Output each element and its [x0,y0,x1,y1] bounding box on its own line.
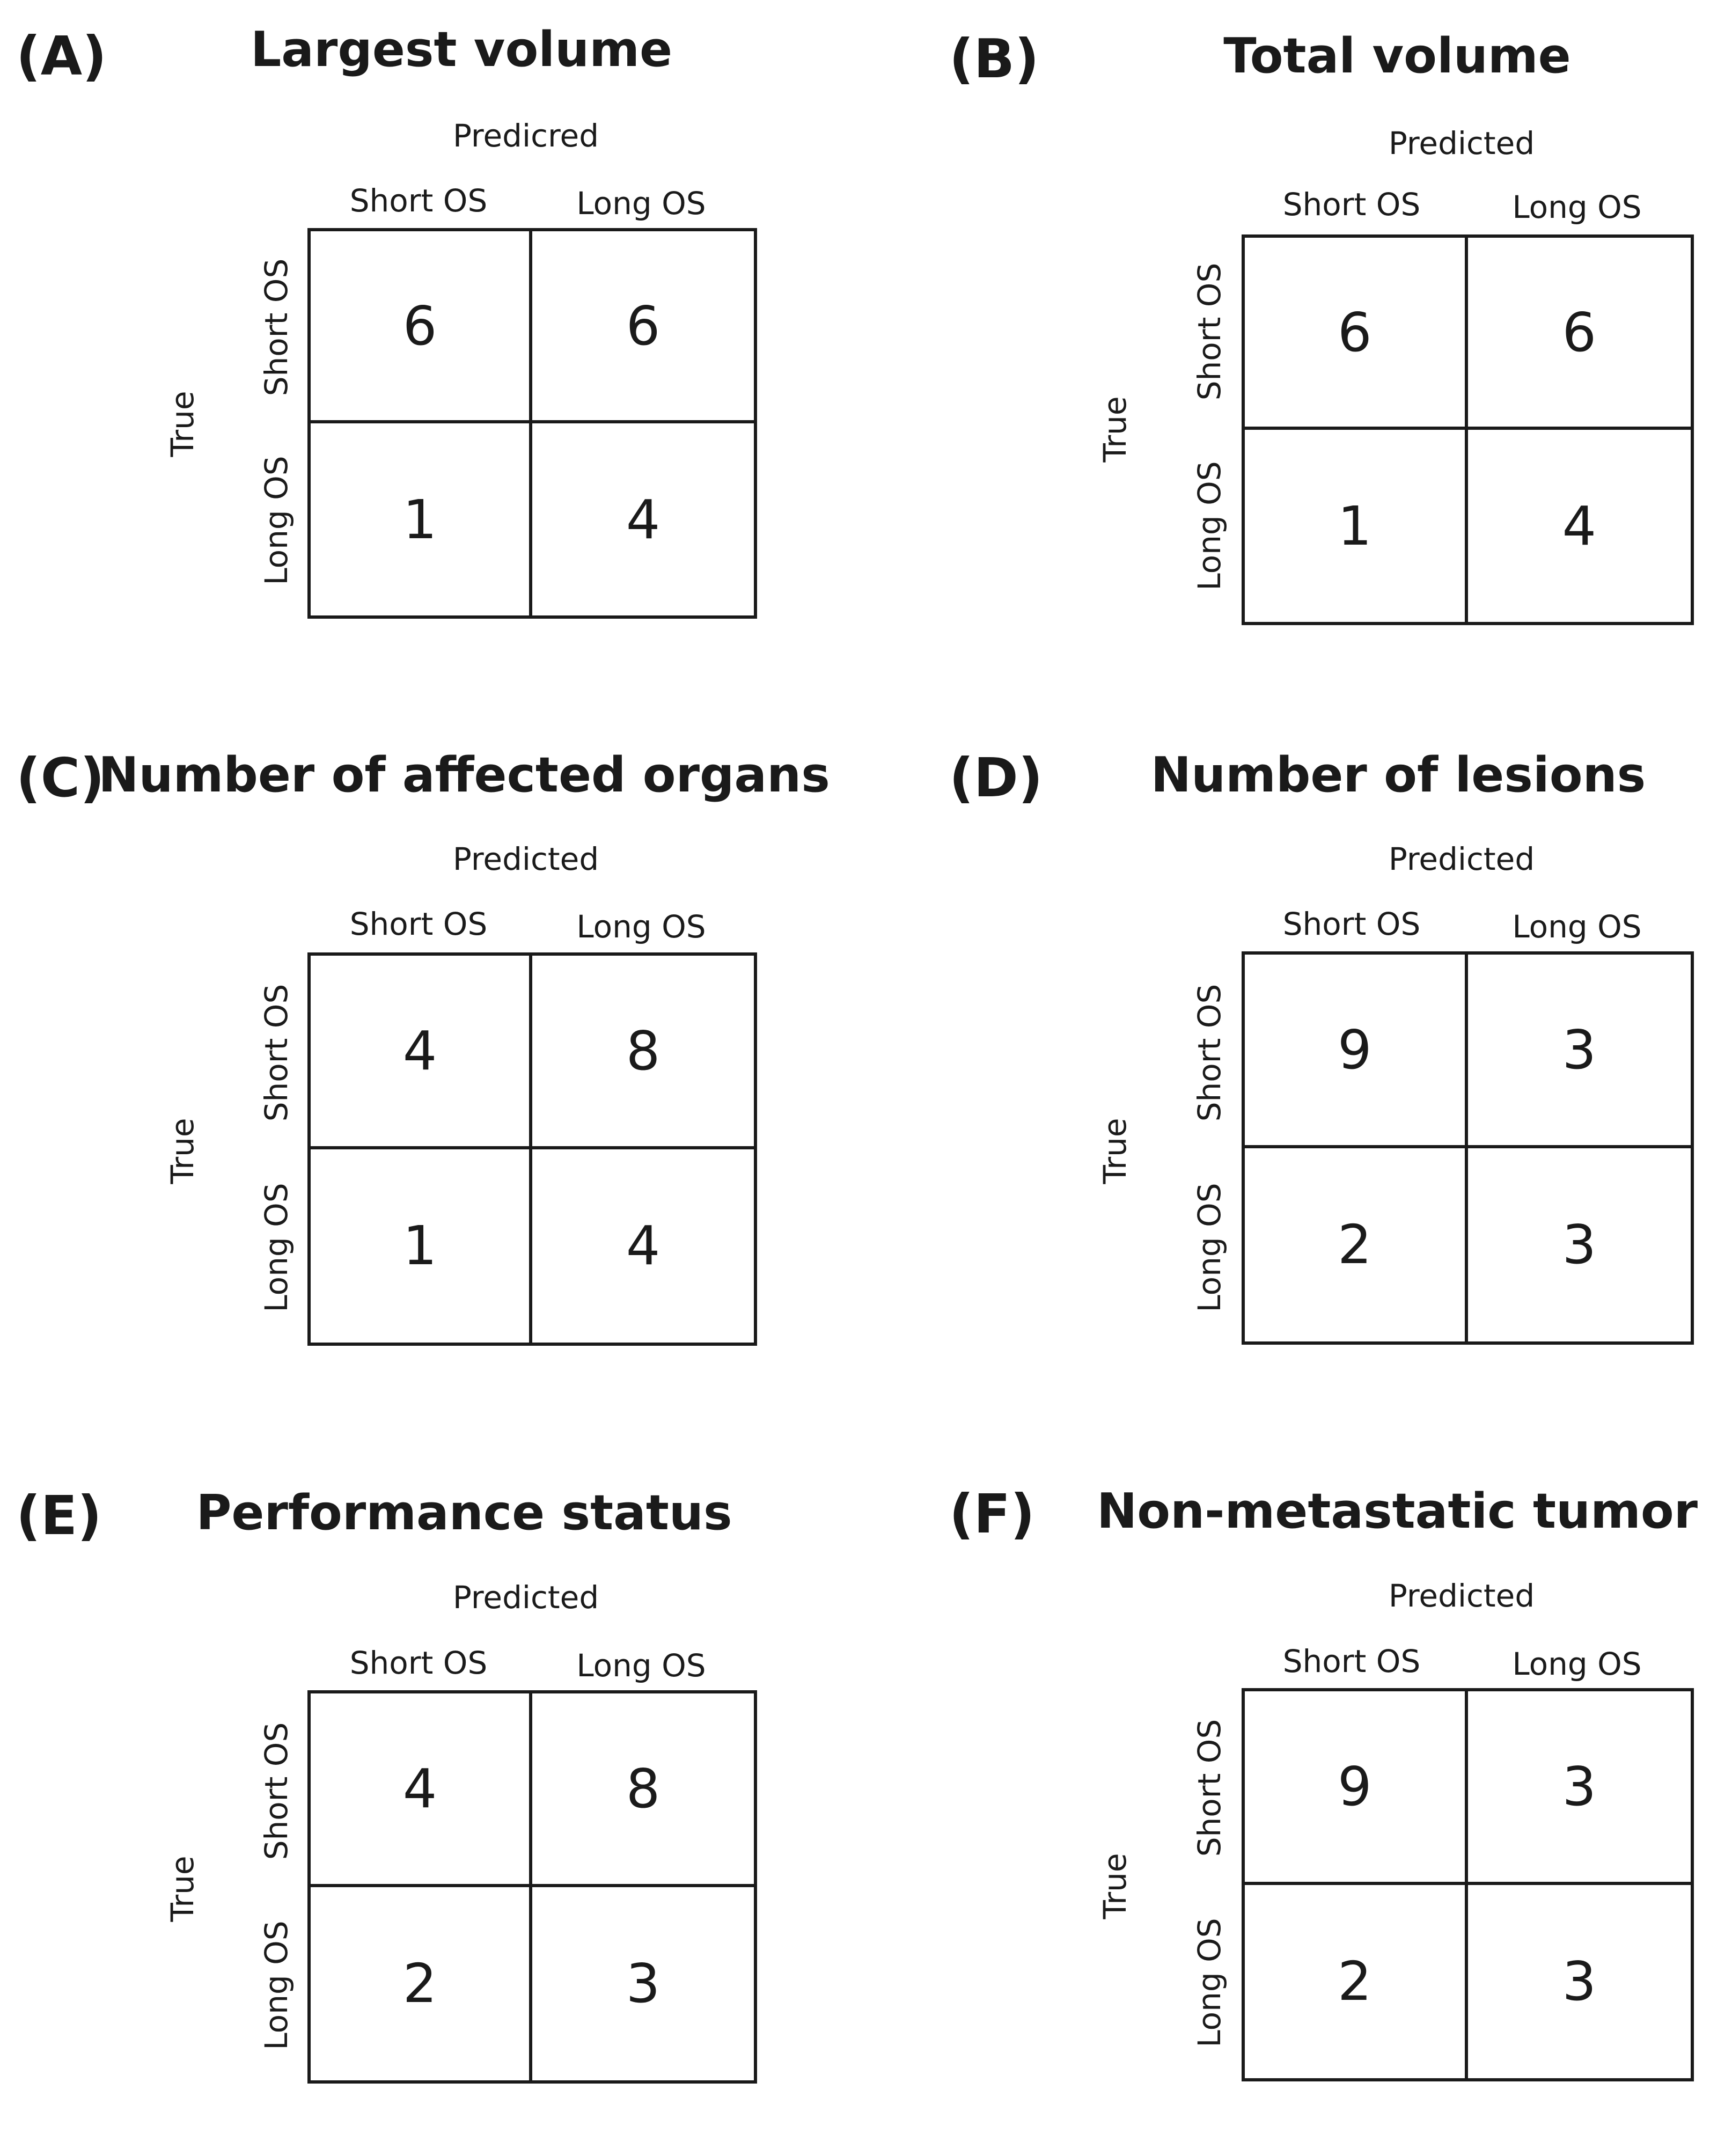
col-label-long-os: Long OS [1512,1646,1642,1682]
row-label-short-os: Short OS [1191,1719,1228,1857]
panel-c: (C) Number of affected organs Predicted … [0,724,855,1421]
cell-true-long-pred-short: 1 [311,423,532,615]
cell-true-long-pred-long: 4 [1562,494,1597,558]
predicted-label: Predicted [452,841,599,877]
confusion-matrix: 4 8 1 4 [307,952,757,1346]
cell-true-short-pred-long: 3 [1467,955,1691,1148]
cell-true-short-pred-long: 8 [532,1693,754,1887]
predicted-label: Predicted [1388,841,1535,877]
col-label-short-os: Short OS [1282,1643,1421,1680]
true-label: True [164,391,201,457]
row-label-long-os: Long OS [1191,1918,1228,2048]
cell-true-long-pred-long: 3 [1562,1213,1597,1277]
panel-letter: (A) [16,25,107,87]
cell-true-long-pred-short: 2 [1245,1884,1468,2078]
panel-a: (A) Largest volume Predicred Short OS Lo… [0,0,855,696]
col-label-short-os: Short OS [1282,906,1421,942]
cell-true-short-pred-short: 6 [1245,238,1468,430]
row-label-short-os: Short OS [258,258,295,397]
col-label-short-os: Short OS [349,906,488,942]
cell-true-short-pred-short: 6 [311,231,532,423]
panel-title: Number of lesions [1150,747,1646,803]
panel-title: Non-metastatic tumor [1096,1483,1698,1539]
row-label-long-os: Long OS [1191,461,1228,591]
confusion-matrix: 9 3 2 3 [1242,951,1694,1345]
col-label-short-os: Short OS [349,182,488,219]
row-label-short-os: Short OS [258,984,295,1122]
predicted-label: Predicted [1388,125,1535,162]
row-label-long-os: Long OS [258,1183,295,1312]
cell-true-short-pred-long: 6 [1467,238,1691,430]
true-label: True [1097,1853,1133,1919]
cell-true-long-pred-long: 4 [626,1214,660,1278]
panel-letter: (D) [949,746,1043,809]
row-label-short-os: Short OS [258,1722,295,1860]
panel-f: (F) Non-metastatic tumor Predicted Short… [855,1460,1710,2156]
row-label-long-os: Long OS [1191,1183,1228,1312]
confusion-matrix: 6 6 1 4 [1242,234,1694,625]
cell-true-long-pred-short: 2 [311,1887,532,2080]
confusion-matrix: 4 8 2 3 [307,1690,757,2084]
col-label-long-os: Long OS [576,908,706,945]
panel-title: Number of affected organs [98,747,830,803]
predicted-label: Predicred [452,118,599,154]
panel-e: (E) Performance status Predicted Short O… [0,1460,855,2156]
cell-true-long-pred-long: 3 [626,1952,660,2015]
cell-true-long-pred-long: 3 [1562,1950,1597,2013]
true-label: True [1097,396,1133,463]
panel-letter: (F) [949,1483,1035,1545]
cell-true-short-pred-long: 3 [1467,1691,1691,1885]
confusion-matrix: 9 3 2 3 [1242,1688,1694,2081]
cell-true-short-pred-short: 9 [1245,1691,1468,1885]
cell-true-long-pred-short: 1 [1245,430,1468,622]
true-label: True [164,1856,201,1922]
cell-true-short-pred-long: 8 [532,956,754,1149]
confusion-matrix: 6 6 1 4 [307,228,757,619]
col-label-long-os: Long OS [576,1647,706,1684]
row-label-short-os: Short OS [1191,984,1228,1122]
panel-d: (D) Number of lesions Predicted Short OS… [855,724,1710,1421]
row-label-long-os: Long OS [258,1920,295,2050]
cell-true-short-pred-short: 4 [311,956,532,1149]
cell-true-short-pred-short: 9 [1245,955,1468,1148]
panel-letter: (E) [16,1484,102,1547]
true-label: True [164,1118,201,1184]
panel-title: Largest volume [250,21,673,78]
cell-true-long-pred-long: 4 [626,488,660,551]
cell-true-long-pred-short: 2 [1245,1148,1468,1341]
row-label-short-os: Short OS [1191,262,1228,401]
cell-true-long-pred-short: 1 [311,1149,532,1343]
cell-true-short-pred-long: 6 [532,231,754,423]
col-label-long-os: Long OS [1512,189,1642,225]
col-label-short-os: Short OS [349,1645,488,1681]
panel-title: Total volume [1223,28,1571,84]
cell-true-short-pred-short: 4 [311,1693,532,1887]
panel-b: (B) Total volume Predicted Short OS Long… [855,0,1710,696]
predicted-label: Predicted [1388,1578,1535,1614]
panel-letter: (B) [949,27,1039,90]
predicted-label: Predicted [452,1579,599,1616]
panel-letter: (C) [16,746,105,809]
col-label-long-os: Long OS [1512,908,1642,945]
true-label: True [1097,1118,1133,1184]
col-label-short-os: Short OS [1282,186,1421,223]
panel-title: Performance status [196,1485,732,1541]
row-label-long-os: Long OS [258,456,295,585]
col-label-long-os: Long OS [576,185,706,222]
